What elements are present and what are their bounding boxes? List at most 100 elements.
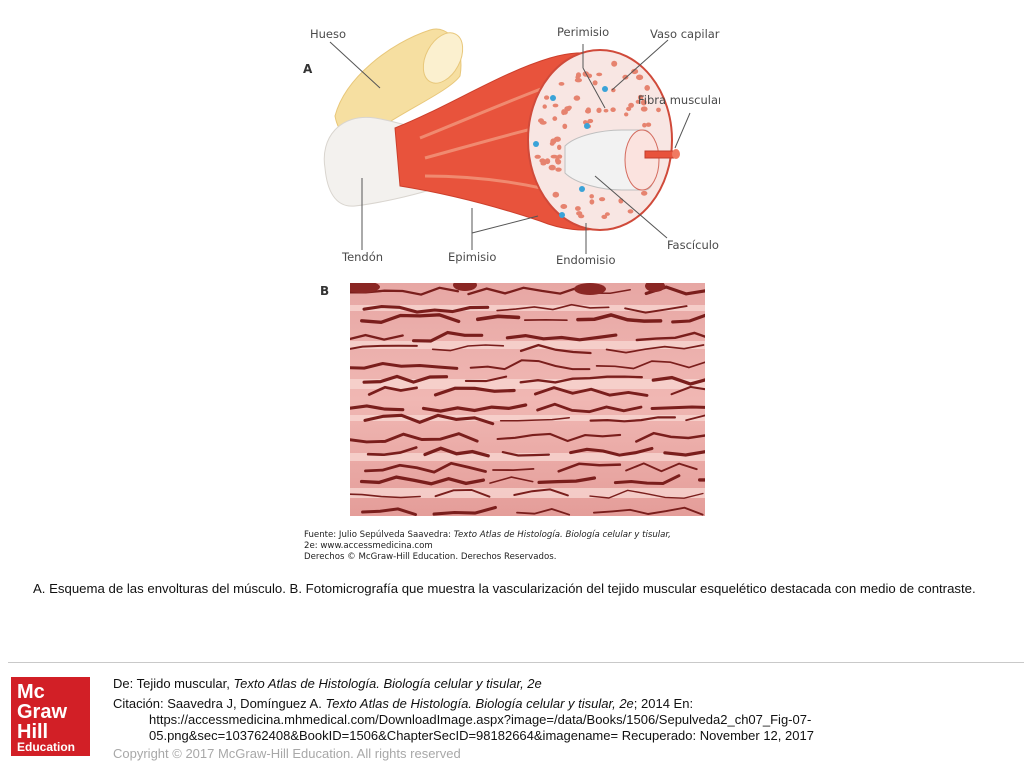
vessel: [519, 343, 592, 355]
citacion-sep: .: [318, 696, 326, 711]
fiber-dot: [575, 75, 580, 80]
citation-de: De: Tejido muscular, Texto Atlas de Hist…: [113, 676, 903, 692]
fiber-dot: [604, 212, 610, 216]
logo-mc: Mc: [17, 681, 45, 703]
label-epimisio: Epimisio: [448, 250, 496, 264]
vessel: [592, 506, 704, 516]
vessel: [499, 416, 570, 422]
leader-lines: [329, 39, 691, 254]
fiber-dot: [627, 209, 634, 214]
fiber-dot: [550, 154, 558, 159]
label-fibra-muscular: Fibra muscular: [638, 93, 720, 107]
fiber-dot: [603, 108, 609, 113]
fiber-dot: [611, 60, 618, 67]
fiber-dot: [645, 122, 652, 127]
fiber-dot: [592, 80, 598, 86]
vessels: [350, 283, 705, 516]
fiber-dot: [573, 95, 581, 101]
mcgraw-hill-logo: Mc Graw Hill Education: [11, 677, 90, 756]
fiber-dot: [567, 105, 572, 110]
leader-perimisio-2: [582, 67, 606, 109]
fiber-dot: [544, 95, 550, 100]
fiber-band: [350, 341, 705, 349]
fiber-dot: [610, 107, 616, 112]
vessel: [364, 461, 487, 474]
vessel: [595, 360, 705, 370]
fiber-dot: [552, 103, 559, 108]
vessel: [467, 286, 580, 296]
label-endomisio: Endomisio: [556, 253, 616, 267]
fiber-dot: [599, 197, 606, 202]
vessel: [513, 488, 569, 497]
fascicle-end: [624, 129, 660, 191]
label-fasciculo: Fascículo: [667, 238, 719, 252]
vessel: [421, 403, 528, 413]
fiber-dot: [552, 116, 558, 121]
fiber-dot: [631, 68, 639, 75]
fiber-dot: [561, 109, 566, 116]
divider: [8, 662, 1024, 663]
label-hueso: Hueso: [310, 27, 346, 41]
vessel: [434, 488, 491, 498]
fiber-dot: [540, 161, 547, 166]
fiber-dot: [644, 85, 650, 91]
vessel: [505, 333, 618, 342]
fiber-dot: [624, 112, 629, 117]
fiber-dot: [555, 159, 562, 165]
fiber-dot: [589, 199, 595, 205]
fiber-dot: [626, 106, 632, 111]
fuente-line2: 2e: www.accessmedicina.com: [304, 541, 433, 551]
vessel: [432, 505, 497, 516]
figure: A Hueso Perimisio Vaso capilar Fibra mus…: [300, 18, 720, 563]
citacion-suffix: ; 2014 En:: [633, 696, 694, 711]
vessel: [536, 402, 643, 414]
vessel: [663, 450, 705, 457]
label-perimisio: Perimisio: [557, 25, 609, 39]
vessel-blob: [574, 283, 606, 295]
logo-graw: Graw: [17, 701, 68, 723]
vessel: [496, 303, 610, 312]
vessel: [685, 414, 705, 422]
copyright-notice: Copyright © 2017 McGraw-Hill Education. …: [113, 746, 461, 761]
fiber-dot: [641, 190, 648, 196]
vessel: [360, 313, 461, 324]
fiber-dot: [636, 74, 644, 81]
fascicle-dots: [534, 60, 661, 219]
fiber-dot: [622, 74, 629, 80]
vessel: [433, 386, 516, 397]
vessel: [469, 359, 591, 371]
vessel: [605, 344, 705, 354]
fiber-dot: [640, 99, 647, 106]
vessel: [624, 305, 688, 314]
fiber-dot: [596, 107, 602, 114]
vessel: [613, 474, 681, 486]
vessel: [350, 432, 479, 444]
fiber-dot: [555, 167, 562, 172]
fiber-dot: [642, 122, 647, 128]
vessel: [431, 344, 505, 352]
vessel: [501, 451, 550, 457]
fiber-dot: [585, 107, 591, 113]
vessel: [350, 404, 405, 412]
label-tendon: Tendón: [341, 250, 383, 264]
muscle-envelopes-diagram: A Hueso Perimisio Vaso capilar Fibra mus…: [303, 25, 720, 267]
citation-url-line1: https://accessmedicina.mhmedical.com/Dow…: [149, 712, 812, 727]
citation-citacion: Citación: Saavedra J, Domínguez A. Texto…: [113, 696, 903, 712]
vessel-blob: [453, 283, 477, 291]
fiber-band: [350, 453, 705, 461]
bone-end: [422, 32, 464, 84]
de-title: Texto Atlas de Histología. Biología celu…: [233, 676, 542, 691]
fiber-dot: [557, 154, 563, 159]
fuente-title: Texto Atlas de Histología. Biología celu…: [453, 530, 671, 540]
vessel: [489, 476, 534, 484]
de-prefix: De: Tejido muscular,: [113, 676, 234, 691]
leader-fibra: [674, 112, 691, 149]
vessel: [423, 446, 490, 458]
fiber-dot: [550, 138, 557, 145]
vessel: [516, 508, 571, 516]
vessel: [635, 431, 705, 443]
citation-url-line2: 05.png&sec=103762408&BookID=1506&Chapter…: [149, 728, 814, 743]
fiber-dot: [562, 123, 568, 129]
leader-epimisio-2: [471, 215, 539, 234]
vessel: [496, 432, 622, 443]
